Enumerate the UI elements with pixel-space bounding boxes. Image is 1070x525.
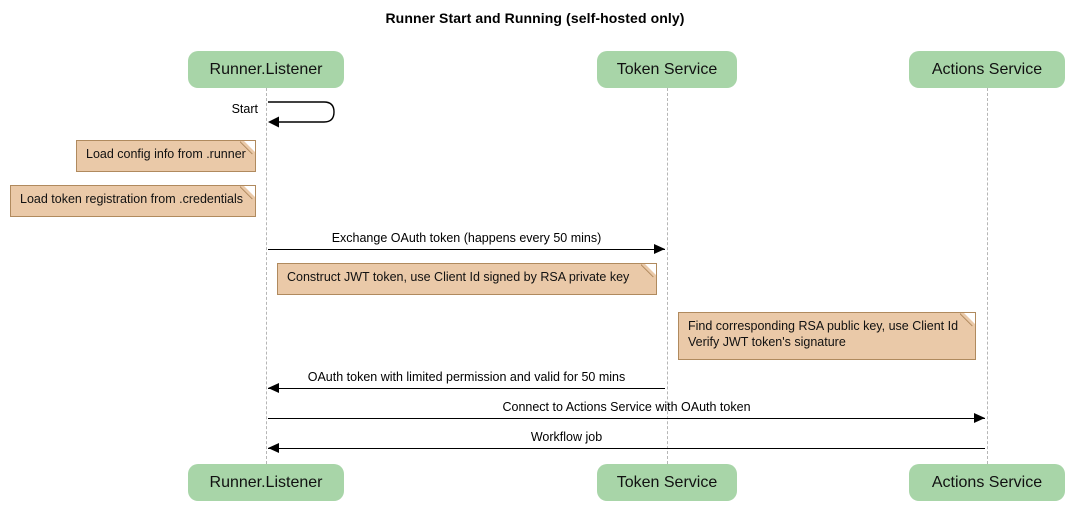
message-line-m2[interactable]: [268, 249, 665, 250]
actor-runner-bottom[interactable]: Runner.Listener: [187, 464, 345, 501]
lifeline-token: [667, 88, 668, 464]
arrow-head-m3: [268, 383, 279, 393]
lifeline-actions: [987, 88, 988, 464]
message-label-m1: Start: [231, 102, 258, 116]
actor-label: Runner.Listener: [209, 473, 323, 491]
note-fold-edge-icon: [960, 313, 975, 328]
arrow-head-m4: [974, 413, 985, 423]
message-label-m3: OAuth token with limited permission and …: [307, 370, 626, 384]
actor-label: Token Service: [616, 473, 718, 491]
message-line-m3[interactable]: [268, 388, 665, 389]
actor-token-top[interactable]: Token Service: [597, 51, 737, 88]
message-m1[interactable]: [266, 100, 348, 136]
arrow-head-m2: [654, 244, 665, 254]
note-text: Find corresponding RSA public key, use C…: [688, 319, 959, 349]
note-text: Construct JWT token, use Client Id signe…: [287, 270, 630, 284]
actor-label: Actions Service: [931, 473, 1043, 491]
actor-runner-top[interactable]: Runner.Listener: [187, 51, 345, 88]
actor-label: Actions Service: [931, 60, 1043, 78]
note-n1: Load config info from .runner: [76, 140, 256, 172]
actor-actions-bottom[interactable]: Actions Service: [908, 464, 1066, 501]
message-label-m2: Exchange OAuth token (happens every 50 m…: [331, 231, 602, 245]
note-fold-edge-icon: [641, 264, 656, 279]
actor-label: Runner.Listener: [209, 60, 323, 78]
message-line-m5[interactable]: [268, 448, 985, 449]
arrow-head-m5: [268, 443, 279, 453]
message-label-m5: Workflow job: [530, 430, 603, 444]
note-n2: Load token registration from .credential…: [10, 185, 256, 217]
note-fold-edge-icon: [240, 186, 255, 201]
actor-actions-top[interactable]: Actions Service: [908, 51, 1066, 88]
note-n4: Find corresponding RSA public key, use C…: [678, 312, 976, 360]
actor-token-bottom[interactable]: Token Service: [597, 464, 737, 501]
message-label-m4: Connect to Actions Service with OAuth to…: [502, 400, 751, 414]
page-title: Runner Start and Running (self-hosted on…: [385, 10, 685, 26]
note-text: Load config info from .runner: [86, 147, 246, 161]
note-n3: Construct JWT token, use Client Id signe…: [277, 263, 657, 295]
actor-label: Token Service: [616, 60, 718, 78]
note-fold-edge-icon: [240, 141, 255, 156]
lifeline-runner: [266, 88, 267, 464]
note-text: Load token registration from .credential…: [20, 192, 244, 206]
message-line-m4[interactable]: [268, 418, 985, 419]
